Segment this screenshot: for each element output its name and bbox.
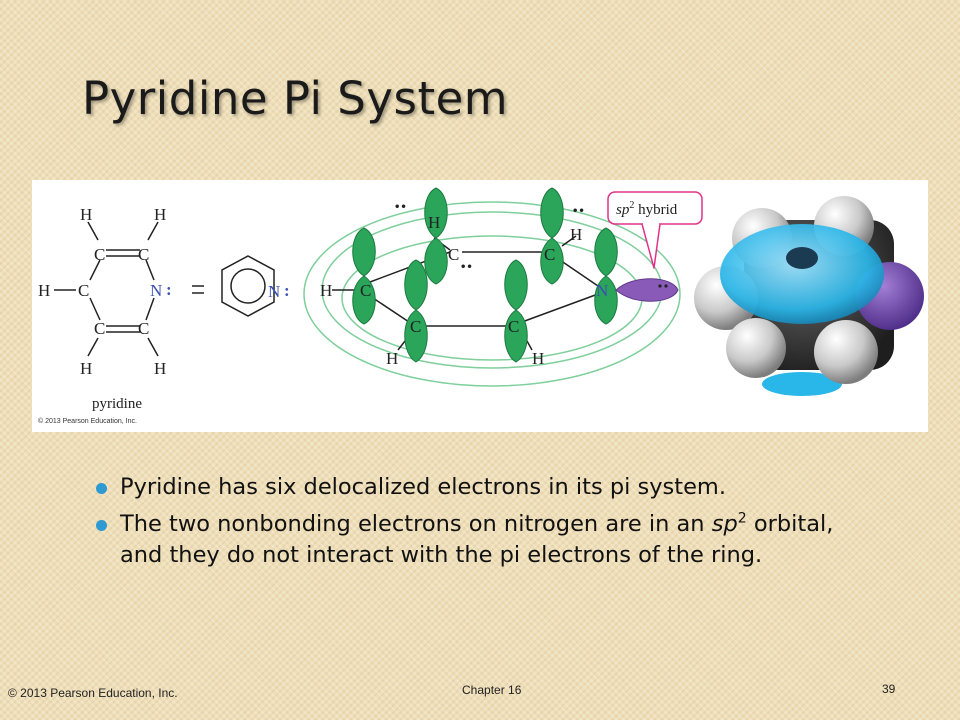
atom-label-h: H	[532, 349, 544, 368]
electron-dots: ••	[572, 206, 585, 217]
lone-pair: :	[166, 280, 172, 299]
atom-label-c: C	[448, 245, 459, 264]
bullet-dot-icon	[96, 483, 107, 494]
atom-label-h: H	[428, 213, 440, 232]
atom-label-h: H	[154, 205, 166, 224]
bullet-item: Pyridine has six delocalized electrons i…	[96, 472, 876, 503]
footer-chapter: Chapter 16	[462, 683, 522, 697]
p-orbital-lobes	[352, 187, 618, 363]
electron-dots: ••	[394, 202, 407, 213]
atom-label-n: N	[596, 281, 608, 300]
atom-label-c: C	[508, 317, 519, 336]
callout-sp: sp	[616, 202, 630, 218]
atom-label-c: C	[544, 245, 555, 264]
orbital-diagram: H C C H H C N C C H H •• •• ••	[303, 187, 703, 387]
callout-hybrid: hybrid	[634, 202, 677, 218]
callout-sup: 2	[629, 200, 634, 211]
atom-label-h: H	[570, 225, 582, 244]
footer-page-number: 39	[882, 682, 896, 696]
bullet-text: Pyridine has six delocalized electrons i…	[120, 474, 727, 500]
slide-title: Pyridine Pi System	[82, 72, 509, 125]
ring-lone-pair: :	[284, 281, 290, 300]
electron-dots: ••	[460, 262, 473, 273]
bullet-dot-icon	[96, 520, 107, 531]
pyridine-ring-symbol	[221, 255, 275, 317]
atom-label-h: H	[154, 359, 166, 378]
bullet-text-italic: sp	[711, 511, 738, 537]
bullet-text-part2: orbital, and they do not interact with t…	[120, 511, 834, 568]
bullet-text-part1: The two nonbonding electrons on nitrogen…	[120, 511, 712, 537]
figure-copyright: © 2013 Pearson Education, Inc.	[38, 417, 137, 425]
atom-label-c: C	[138, 245, 149, 264]
ring-atom-n: N	[268, 282, 280, 301]
atom-label-h: H	[80, 205, 92, 224]
bullet-list: Pyridine has six delocalized electrons i…	[96, 472, 876, 577]
sp2-hybrid-lobe	[615, 278, 679, 302]
figure-panel: H H C C H C N : C C H H = pyridine © 201…	[32, 180, 928, 432]
pyridine-lewis-structure	[54, 221, 204, 357]
bullet-text-superscript: 2	[737, 510, 747, 527]
atom-label-c: C	[94, 319, 105, 338]
atom-label-c: C	[360, 281, 371, 300]
atom-label-h: H	[386, 349, 398, 368]
equals-sign: =	[192, 281, 202, 300]
atom-label-c: C	[410, 317, 421, 336]
space-filling-model	[694, 196, 924, 396]
structure-caption: pyridine	[92, 396, 142, 412]
bullet-item: The two nonbonding electrons on nitrogen…	[96, 509, 876, 571]
atom-label-c: C	[94, 245, 105, 264]
atom-label-c: C	[138, 319, 149, 338]
footer-copyright: © 2013 Pearson Education, Inc.	[8, 686, 178, 700]
atom-label-h: H	[38, 281, 50, 300]
atom-label-n: N	[150, 281, 162, 300]
svg-text:sp2 hybrid: sp2 hybrid	[616, 200, 678, 218]
atom-label-h: H	[80, 359, 92, 378]
atom-label-h: H	[320, 281, 332, 300]
atom-label-c: C	[78, 281, 89, 300]
